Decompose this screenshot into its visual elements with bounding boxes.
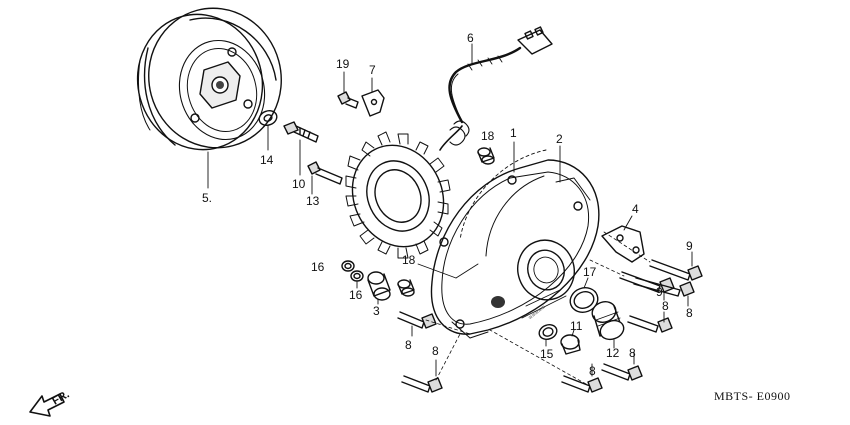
- callout-2: 2: [556, 132, 563, 146]
- front-direction-arrow-icon: [29, 393, 65, 417]
- callout-13: 13: [306, 194, 320, 208]
- o-ring-16-lower: [350, 270, 364, 289]
- o-ring-17: [569, 277, 599, 313]
- callout-5: 5.: [202, 191, 213, 205]
- plug-12: [591, 301, 625, 349]
- collar-3: [367, 271, 391, 305]
- callout-6: 6: [467, 31, 474, 45]
- left-crankcase-cover: [417, 141, 600, 339]
- washer-14: [258, 110, 278, 151]
- bracket-4: [601, 215, 645, 263]
- callout-8-left: 8: [405, 338, 412, 352]
- dowel-pin-18-lower: [397, 279, 415, 297]
- o-ring-16-upper: [341, 260, 355, 272]
- cap-11: [560, 329, 581, 355]
- callout-4: 4: [632, 202, 639, 216]
- callout-8-bottom-left: 8: [432, 344, 439, 358]
- callout-8-bottom-center: 8: [589, 364, 596, 378]
- callout-10: 10: [292, 177, 306, 191]
- diagram-code: MBTS- E0900: [714, 389, 791, 403]
- bolt-9-right: [633, 277, 695, 307]
- o-ring-15: [538, 324, 558, 347]
- bolt-19: [337, 71, 359, 109]
- clamp-7: [361, 77, 385, 117]
- bolt-8-bottom-left: [401, 333, 461, 393]
- callout-19: 19: [336, 57, 350, 71]
- callout-3: 3: [373, 304, 380, 318]
- bolt-9-upper: [649, 251, 703, 281]
- callout-11: 11: [570, 319, 583, 333]
- callout-8-mid-right: 8: [662, 299, 669, 313]
- callout-18-lower: 18: [402, 253, 416, 267]
- callout-16-lower: 16: [349, 288, 363, 302]
- bolt-8-mid-right: [627, 311, 673, 333]
- wire-harness-6: [448, 26, 553, 124]
- callout-8-bottom-right: 8: [629, 346, 636, 360]
- bolt-13: [307, 161, 343, 195]
- gasket-2: [459, 145, 591, 241]
- stator: [345, 120, 470, 259]
- callout-7: 7: [369, 63, 376, 77]
- flywheel-rotor: [136, 7, 282, 189]
- bolt-8-left: [397, 311, 471, 337]
- callout-15: 15: [540, 347, 554, 361]
- callout-12: 12: [606, 346, 620, 360]
- callout-9-upper: 9: [686, 239, 693, 253]
- callout-9-lower: 9: [656, 285, 663, 299]
- bolt-8-bottom-right: [601, 351, 643, 381]
- callout-8-right: 8: [686, 306, 693, 320]
- bolt-8-bottom-center: [489, 329, 603, 393]
- callout-18-upper: 18: [481, 129, 495, 143]
- callout-17: 17: [583, 265, 597, 279]
- callout-16-upper: 16: [311, 260, 325, 274]
- callout-14: 14: [260, 153, 274, 167]
- dowel-pin-18-upper: [477, 147, 495, 165]
- bolt-10: [283, 121, 319, 176]
- callout-1: 1: [510, 126, 517, 140]
